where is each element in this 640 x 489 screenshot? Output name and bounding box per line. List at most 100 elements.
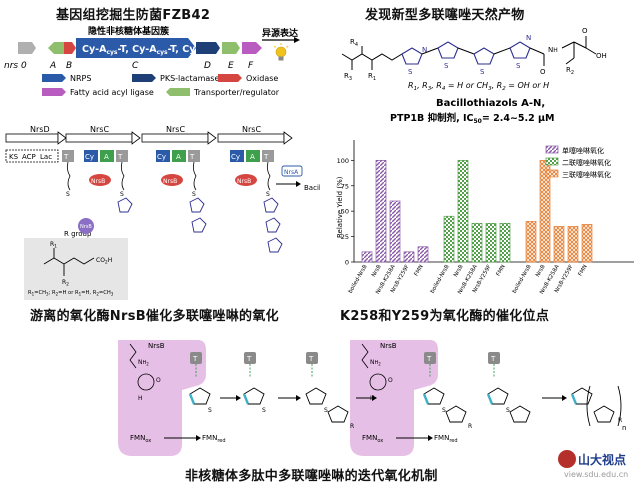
gene-e-arrow	[222, 42, 240, 54]
x-tick-label: boiled-NrsB	[512, 264, 533, 295]
mechanism-panel: NrsB NrsB NH2 O H NH2 O H T T T T T S S …	[118, 340, 626, 456]
fmn-ox-1: FMNox	[130, 434, 151, 444]
watermark: 山大视点 view.sdu.edu.cn	[558, 448, 638, 486]
gene-cluster-panel: 隐性非核糖体基因簇 Cy-Acys-T, Cy-Acys-T, Cy-Acys-…	[4, 25, 300, 97]
gene-a-arrow	[48, 42, 64, 54]
svg-text:Lac: Lac	[40, 153, 52, 161]
svg-text:R4: R4	[350, 38, 358, 48]
svg-text:NH2: NH2	[138, 359, 149, 367]
svg-text:NrsD: NrsD	[30, 126, 50, 134]
svg-text:S: S	[120, 191, 124, 198]
watermark-url: view.sdu.edu.cn	[564, 470, 629, 479]
heterologous-label: 异源表达	[262, 27, 298, 39]
bar-3-nrsb-k258a	[553, 226, 565, 263]
svg-text:R: R	[350, 423, 354, 430]
module-nrsd: NrsD	[5, 126, 67, 145]
y-tick-label: 25	[341, 233, 349, 241]
svg-text:NrsA: NrsA	[284, 169, 299, 176]
pathway-product: Bacillothiazols	[304, 184, 320, 192]
svg-text:Cy: Cy	[231, 153, 240, 161]
svg-text:T: T	[308, 355, 314, 363]
svg-text:S: S	[208, 407, 212, 414]
gene-f-arrow	[242, 42, 262, 54]
svg-text:R1=CH3; R2=H or R1=H, R2=CH3: R1=CH3; R2=H or R1=H, R2=CH3	[28, 290, 114, 297]
title-genome-mining: 基因组挖掘生防菌FZB42	[56, 8, 211, 23]
x-tick-label: boiled-NrsB	[348, 264, 369, 295]
svg-text:S: S	[444, 62, 449, 70]
gene-letter-f: F	[248, 61, 254, 71]
title-discovery: 发现新型多联噻唑天然产物	[365, 8, 525, 23]
fmn-ox-2: FMNox	[362, 434, 383, 444]
r-definition: R1, R3, R4 = H or CH3, R2 = OH or H	[408, 81, 549, 92]
bar-3-nrsb	[539, 159, 551, 263]
legend-oxidase-swatch	[218, 74, 242, 82]
bar-1-boiled-nrsb	[361, 251, 373, 263]
svg-text:NrsC: NrsC	[242, 126, 261, 134]
title-iterative-mechanism: 非核糖体多肽中多联噻唑啉的迭代氧化机制	[185, 469, 438, 484]
gene-letter-a: A	[49, 61, 56, 71]
gene-nrs0-arrow	[18, 42, 36, 54]
legend-transporter-swatch	[166, 88, 190, 96]
y-tick-label: 0	[345, 259, 349, 267]
product-structure-panel: R4 R3 R1 S N S S S N O NH O OH R2 R1, R3…	[341, 27, 607, 125]
thiazole-chain-stage-1	[117, 197, 133, 213]
lightbulb-icon	[273, 43, 289, 61]
x-tick-label: FMN	[578, 264, 589, 277]
svg-text:S: S	[480, 68, 485, 76]
svg-text:Cy: Cy	[85, 153, 94, 161]
legend-bi: 二联噻唑啉氧化	[562, 158, 611, 167]
svg-text:NrsB: NrsB	[380, 342, 397, 350]
svg-text:T: T	[192, 355, 198, 363]
svg-text:R2: R2	[62, 279, 69, 288]
module-nrsc-2: NrsC	[141, 126, 217, 145]
nrsb-enzyme-1: NrsB	[89, 174, 111, 186]
x-tick-label: FMN	[414, 264, 425, 277]
fmn-red-2: FMNred	[434, 434, 458, 444]
svg-text:OH: OH	[596, 52, 607, 60]
svg-text:R: R	[468, 423, 472, 430]
title-catalytic-sites: K258和Y259为氧化酶的催化位点	[340, 309, 550, 324]
watermark-name: 山大视点	[578, 453, 627, 467]
legend-nrps: NRPS	[70, 74, 91, 83]
product-activity: PTP1B 抑制剂, IC50= 2.4~5.2 μM	[390, 112, 555, 125]
domain-row-module-1: Cy A T	[84, 150, 128, 162]
svg-text:T: T	[490, 355, 496, 363]
svg-text:H: H	[138, 395, 143, 402]
svg-text:KS: KS	[9, 153, 19, 161]
svg-text:NrsB: NrsB	[237, 178, 251, 185]
legend-ligase-swatch	[42, 88, 66, 96]
svg-text:T: T	[246, 355, 252, 363]
bar-2-nrsb	[457, 159, 469, 263]
gene-c-arrow	[76, 38, 196, 58]
svg-text:NrsB: NrsB	[163, 178, 177, 185]
thiazole-ring-1	[401, 47, 423, 65]
t-domain-2: T	[244, 352, 256, 364]
gene-letter-nrs0: nrs 0	[4, 61, 27, 71]
svg-text:S: S	[324, 407, 328, 414]
bar-2-nrsb-k258a	[471, 223, 483, 263]
title-nrsb-oxidation: 游离的氧化酶NrsB催化多联噻唑啉的氧化	[30, 309, 279, 324]
svg-text:R1: R1	[368, 72, 376, 82]
bar-2-nrsb-y259f	[485, 223, 497, 263]
svg-text:S: S	[192, 191, 196, 198]
svg-text:R1: R1	[50, 241, 57, 250]
svg-text:S: S	[516, 62, 521, 70]
svg-text:R: R	[618, 417, 622, 424]
svg-text:R2: R2	[566, 66, 574, 76]
legend-oxidase: Oxidase	[246, 74, 278, 83]
svg-text:NH: NH	[548, 46, 558, 54]
svg-text:NrsC: NrsC	[90, 126, 109, 134]
t-domain-3: T	[306, 352, 318, 364]
gene-letter-c: C	[132, 61, 139, 71]
svg-text:T: T	[63, 153, 69, 161]
y-tick-label: 50	[341, 208, 349, 216]
legend-tri: 三联噻唑啉氧化	[562, 170, 611, 179]
r-group-box: R1 R2 CO2H R1=CH3; R2=H or R1=H, R2=CH3	[24, 238, 128, 300]
svg-text:Cy: Cy	[157, 153, 166, 161]
svg-text:R3: R3	[344, 72, 352, 82]
svg-text:N: N	[422, 46, 427, 54]
svg-text:NrsB: NrsB	[91, 178, 105, 185]
nrsa-enzyme: NrsA	[281, 165, 303, 177]
gene-letter-d: D	[204, 61, 211, 71]
